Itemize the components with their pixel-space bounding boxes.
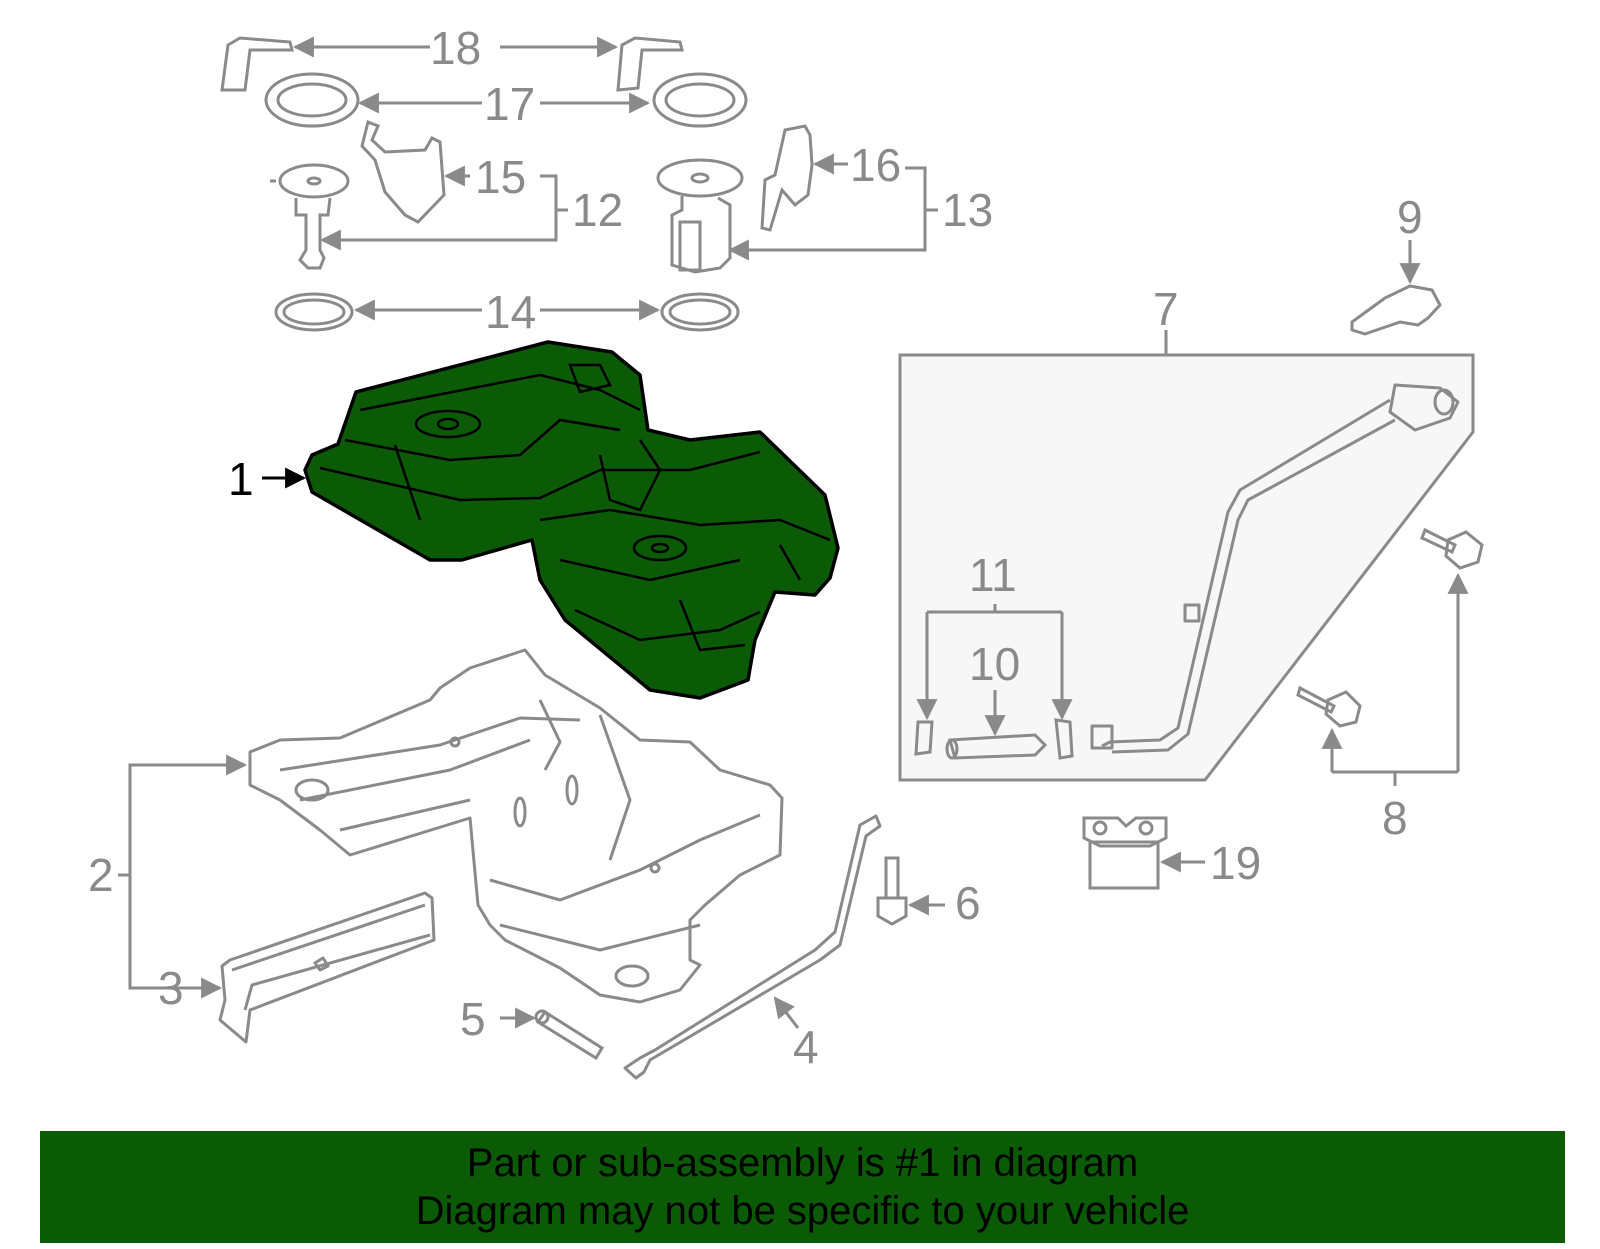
footer-banner: Part or sub-assembly is #1 in diagram Di… bbox=[40, 1131, 1565, 1243]
callout-8-leaders bbox=[1321, 572, 1469, 786]
callout-12-leaders bbox=[319, 174, 568, 251]
part-15-bracket[interactable] bbox=[360, 119, 446, 224]
callout-2-3-leaders bbox=[118, 754, 248, 999]
footer-line-2: Diagram may not be specific to your vehi… bbox=[415, 1189, 1190, 1233]
callout-4-leader bbox=[773, 996, 800, 1029]
callout-16[interactable]: 16 bbox=[850, 139, 902, 191]
callout-1[interactable]: 1 bbox=[228, 453, 254, 505]
part-7-filler-pipe[interactable] bbox=[1090, 383, 1460, 754]
callout-6[interactable]: 6 bbox=[955, 877, 981, 929]
part-19-bracket[interactable] bbox=[1082, 816, 1168, 890]
callout-10[interactable]: 10 bbox=[969, 638, 1021, 690]
part-5-tube[interactable] bbox=[534, 1009, 605, 1061]
part-7-filler-pipe-box[interactable] bbox=[898, 353, 1475, 782]
part-4-strap[interactable] bbox=[623, 814, 882, 1080]
part-6-bolt[interactable] bbox=[876, 856, 908, 926]
part-12-sender-unit[interactable] bbox=[270, 163, 350, 270]
callout-4[interactable]: 4 bbox=[793, 1021, 819, 1073]
callout-8[interactable]: 8 bbox=[1382, 792, 1408, 844]
part-10-hose[interactable] bbox=[945, 733, 1048, 760]
part-16-bracket[interactable] bbox=[760, 124, 814, 232]
callout-18[interactable]: 18 bbox=[430, 22, 482, 74]
callout-13[interactable]: 13 bbox=[942, 184, 994, 236]
callout-3[interactable]: 3 bbox=[158, 962, 184, 1014]
part-1-fuel-tank[interactable] bbox=[303, 340, 840, 700]
part-11-clamps[interactable] bbox=[914, 718, 1074, 760]
callout-5[interactable]: 5 bbox=[460, 993, 486, 1045]
callout-11[interactable]: 11 bbox=[969, 549, 1017, 601]
callout-17[interactable]: 17 bbox=[484, 78, 536, 130]
part-14-seals[interactable] bbox=[274, 292, 740, 332]
callout-13-leaders bbox=[727, 166, 938, 261]
part-2-heat-shield[interactable] bbox=[248, 648, 784, 1004]
part-8-bolts[interactable] bbox=[1296, 527, 1484, 728]
callout-2[interactable]: 2 bbox=[88, 849, 114, 901]
callout-12[interactable]: 12 bbox=[572, 184, 624, 236]
callout-10-11-leaders bbox=[916, 604, 1073, 737]
part-9-cap[interactable] bbox=[1350, 284, 1442, 336]
footer-line-1: Part or sub-assembly is #1 in diagram bbox=[466, 1141, 1139, 1185]
part-18-brackets[interactable] bbox=[220, 36, 684, 92]
part-3-shield[interactable] bbox=[218, 891, 436, 1044]
callout-14[interactable]: 14 bbox=[485, 286, 537, 338]
part-13-fuel-pump[interactable] bbox=[656, 158, 744, 274]
callout-9[interactable]: 9 bbox=[1397, 191, 1423, 243]
callout-19[interactable]: 19 bbox=[1210, 837, 1262, 889]
callout-15[interactable]: 15 bbox=[475, 151, 527, 203]
callout-7[interactable]: 7 bbox=[1153, 283, 1179, 335]
